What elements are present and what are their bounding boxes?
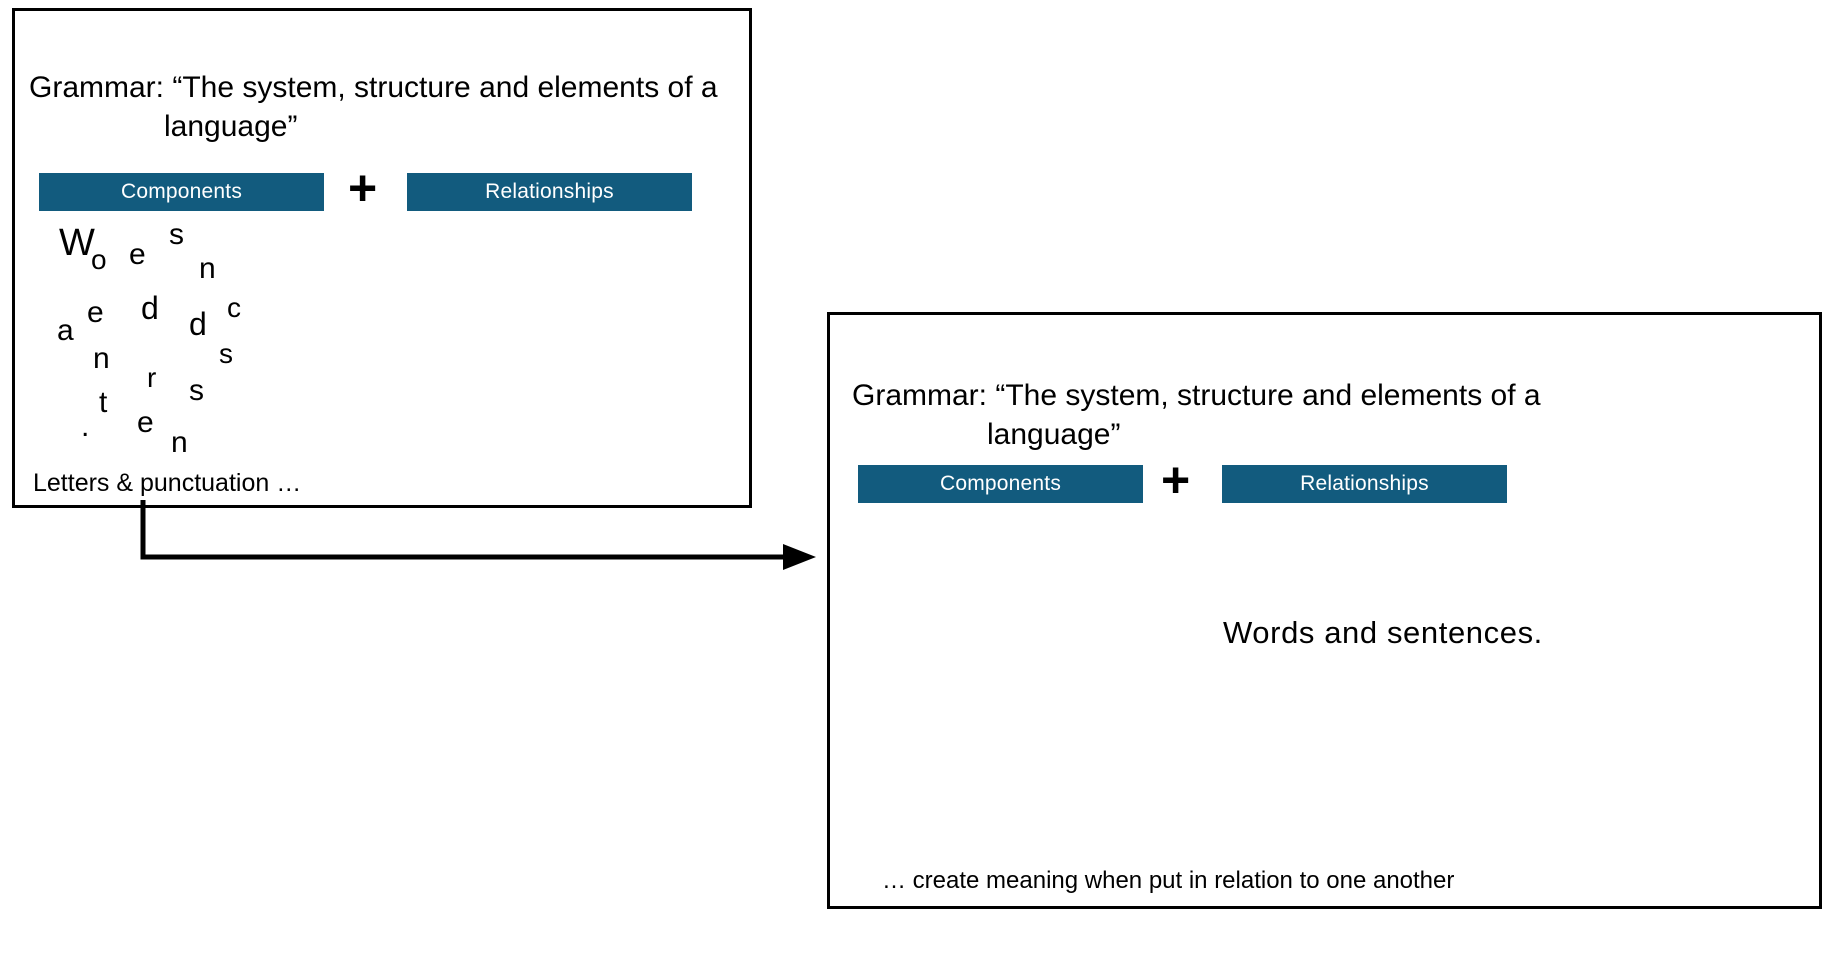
bar-components-before-label: Components <box>120 180 243 203</box>
bar-relationships-after-label: Relationships <box>1300 472 1429 495</box>
panel-after-heading-line1: Grammar: “The system, structure and elem… <box>852 379 1541 412</box>
scatter-letter: n <box>199 252 216 285</box>
scatter-letter: s <box>169 218 184 251</box>
scatter-letter: s <box>189 374 204 407</box>
scatter-letter: . <box>81 410 90 443</box>
scatter-letter: s <box>219 338 233 369</box>
scatter-letter: e <box>87 296 104 329</box>
bar-components-after[interactable]: Components <box>858 465 1143 503</box>
bar-components-after-label: Components <box>939 472 1062 495</box>
panel-after-heading: Grammar: “The system, structure and elem… <box>852 337 1792 493</box>
scatter-letter: W <box>59 222 95 264</box>
scatter-letter: e <box>137 406 154 439</box>
scatter-letter: a <box>57 314 74 347</box>
plus-icon-before: + <box>348 160 378 216</box>
bar-relationships-before[interactable]: Relationships <box>407 173 692 211</box>
panel-after: Grammar: “The system, structure and elem… <box>827 312 1822 909</box>
panel-before-heading: Grammar: “The system, structure and elem… <box>29 29 729 185</box>
scatter-letter: o <box>91 244 107 275</box>
scatter-letter: d <box>189 306 207 342</box>
panel-before-caption: Letters & punctuation … <box>33 469 302 497</box>
plus-icon-after: + <box>1161 452 1191 508</box>
panel-before-heading-line1: Grammar: “The system, structure and elem… <box>29 71 718 104</box>
scatter-letter: c <box>227 292 241 323</box>
scatter-letter: r <box>147 362 157 393</box>
panel-before-heading-line2: language” <box>164 110 298 143</box>
panel-after-caption: … create meaning when put in relation to… <box>882 867 1455 894</box>
panel-after-result-text: Words and sentences. <box>1223 615 1543 650</box>
scatter-letter: n <box>171 426 188 459</box>
panel-after-heading-line2: language” <box>987 418 1121 451</box>
scatter-letter: n <box>93 342 110 375</box>
panel-before: Grammar: “The system, structure and elem… <box>12 8 752 508</box>
bar-relationships-before-label: Relationships <box>485 180 614 203</box>
scatter-letter: d <box>141 290 159 326</box>
scatter-letter: t <box>99 386 108 419</box>
connector-arrow <box>140 500 816 570</box>
bar-relationships-after[interactable]: Relationships <box>1222 465 1507 503</box>
scatter-letter: e <box>129 238 146 271</box>
bar-components-before[interactable]: Components <box>39 173 324 211</box>
